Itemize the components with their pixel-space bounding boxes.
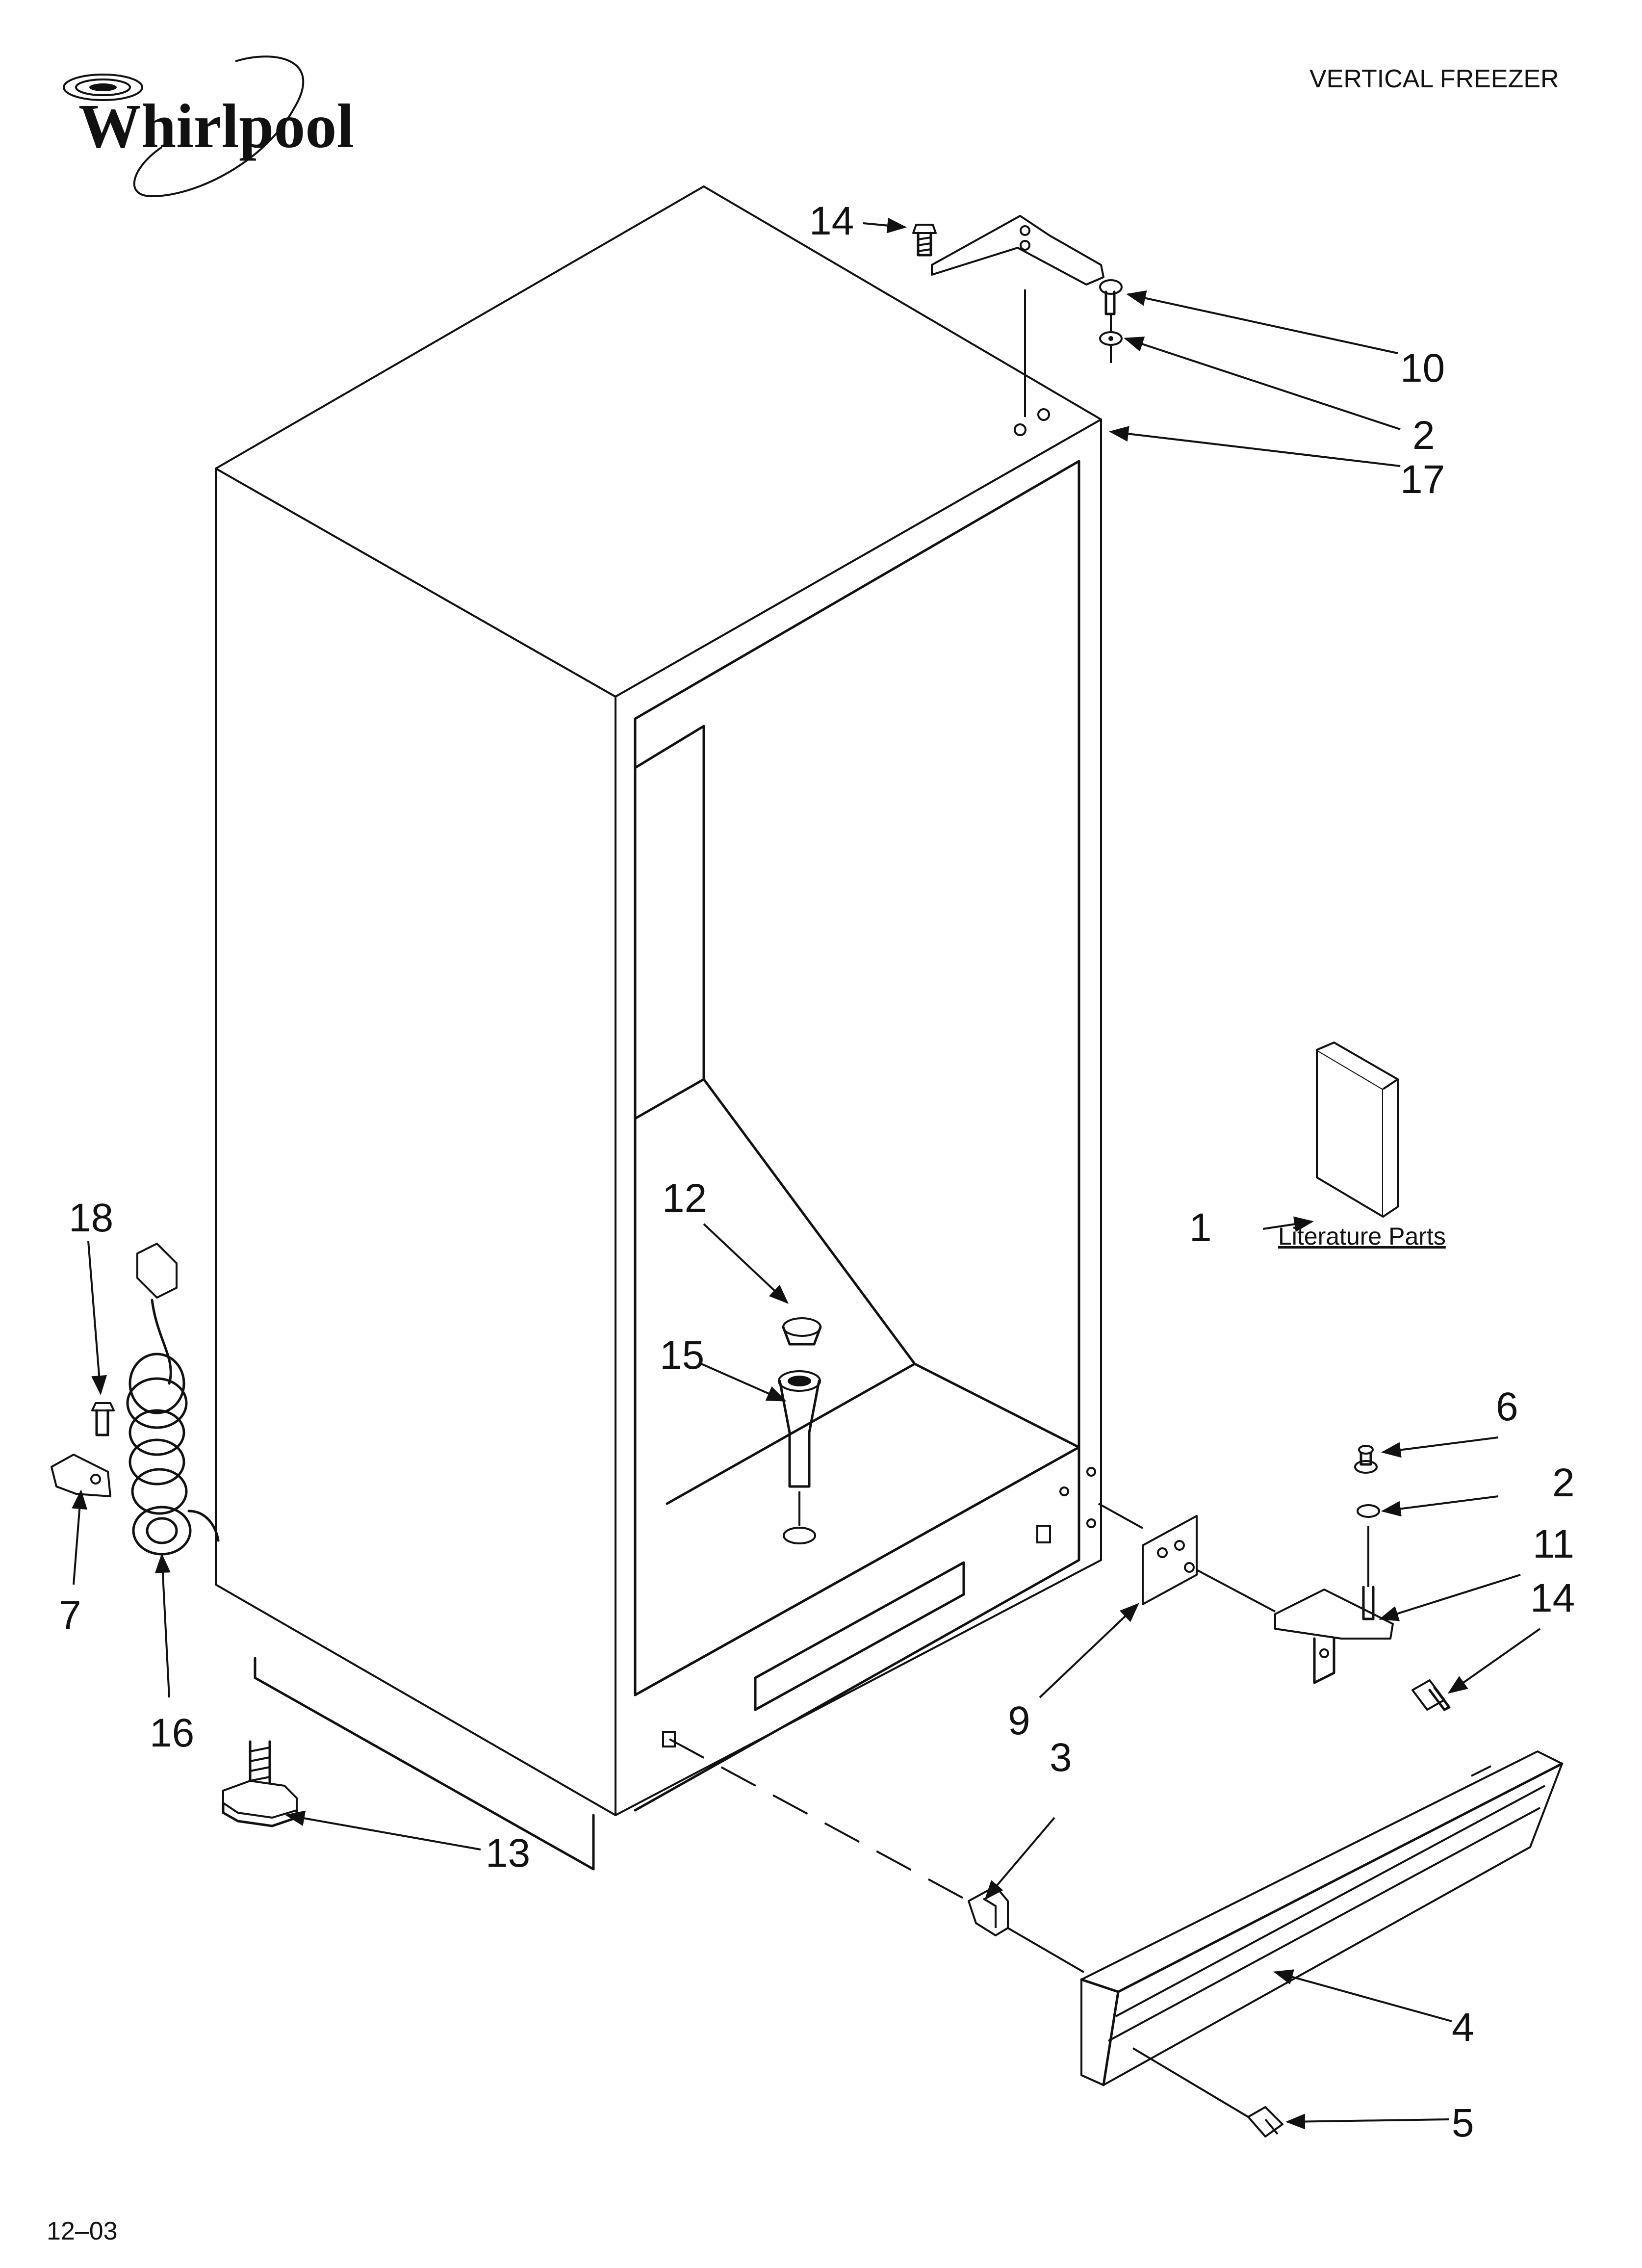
callout-17: 17 <box>1400 457 1445 502</box>
callout-18: 18 <box>69 1196 113 1240</box>
hinge-bracket <box>1142 1515 1198 1605</box>
callout-14-bottom: 14 <box>1530 1576 1575 1620</box>
callout-14-top: 14 <box>809 199 854 243</box>
date-code: 12–03 <box>47 2217 118 2245</box>
callout-5: 5 <box>1452 2101 1474 2145</box>
top-hinge <box>931 215 1123 417</box>
callout-6: 6 <box>1496 1384 1518 1429</box>
callout-12: 12 <box>662 1176 707 1221</box>
grille-clip <box>968 1885 1009 1936</box>
grille-screw <box>1247 2106 1283 2138</box>
callout-13: 13 <box>486 1831 530 1876</box>
callout-1: 1 <box>1189 1205 1212 1250</box>
whirlpool-logo: Whirlpool <box>63 55 354 198</box>
literature-booklet <box>1316 1042 1399 1218</box>
toe-grille <box>1080 1750 1564 2086</box>
callout-15: 15 <box>660 1333 704 1378</box>
callout-2-top: 2 <box>1412 413 1435 458</box>
screw-top <box>912 224 937 257</box>
callout-2-bottom: 2 <box>1552 1460 1575 1505</box>
power-cord <box>126 1243 220 1556</box>
bottom-hinge <box>1274 1445 1394 1684</box>
drain-assembly <box>778 1317 822 1544</box>
callout-7: 7 <box>59 1593 81 1638</box>
leveling-leg <box>222 1740 298 1827</box>
callout-16: 16 <box>150 1711 194 1755</box>
callout-10: 10 <box>1400 346 1445 391</box>
callout-3: 3 <box>1050 1735 1072 1780</box>
diagram-title: VERTICAL FREEZER <box>1309 65 1559 93</box>
callout-labels: 14 10 2 17 1 12 15 6 2 11 14 9 3 4 5 13 … <box>59 199 1575 2145</box>
screw-bottom-hinge <box>1411 1679 1451 1711</box>
literature-parts-label: Literature Parts <box>1278 1223 1446 1250</box>
callout-4: 4 <box>1452 2005 1474 2050</box>
cord-clamp <box>51 1402 115 1497</box>
callout-11: 11 <box>1533 1522 1574 1566</box>
callout-9: 9 <box>1008 1698 1030 1743</box>
brand-logo-text: Whirlpool <box>78 91 354 161</box>
leader-lines <box>72 217 1541 2130</box>
freezer-cabinet <box>215 185 1102 1871</box>
